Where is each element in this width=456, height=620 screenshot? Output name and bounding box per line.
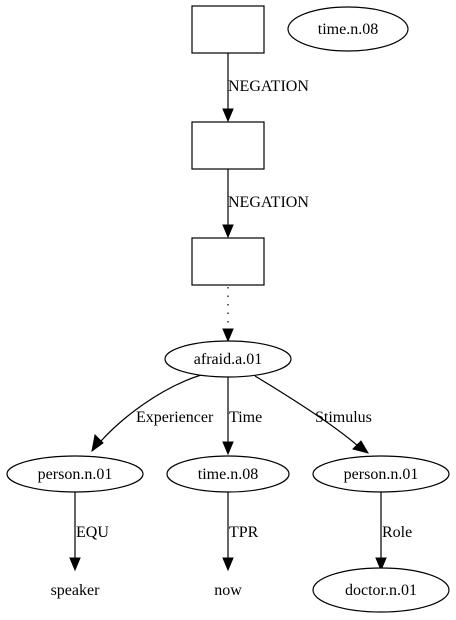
edge-label-negation-2: NEGATION (228, 194, 309, 211)
edge-label-stimulus: Stimulus (315, 409, 372, 426)
node-doctor-label: doctor.n.01 (345, 582, 417, 599)
edge-label-role: Role (382, 524, 412, 541)
node-now: now (214, 582, 242, 599)
arrowhead-stimulus (352, 440, 370, 454)
node-time-top-label: time.n.08 (318, 21, 378, 38)
node-afraid (164, 340, 292, 378)
box-node-2 (191, 121, 265, 170)
node-person-left (6, 455, 144, 493)
arrowhead-tpr (222, 557, 234, 572)
edge-stimulus (254, 375, 359, 447)
arrowhead-dotted (222, 328, 234, 343)
edge-label-negation-1: NEGATION (228, 78, 309, 95)
node-speaker: speaker (51, 582, 101, 599)
edge-label-time: Time (229, 409, 262, 426)
edge-label-equ: EQU (76, 524, 109, 541)
node-time-top (287, 6, 409, 52)
node-person-right-label: person.n.01 (344, 466, 419, 483)
arrowhead-equ (69, 557, 81, 572)
edge-label-tpr: TPR (229, 524, 259, 541)
node-person-right (312, 455, 450, 493)
node-person-left-label: person.n.01 (38, 466, 113, 483)
box-node-1 (191, 5, 265, 54)
edge-experiencer (100, 374, 202, 442)
box-node-3 (191, 237, 265, 286)
arrowhead-time (222, 441, 234, 456)
arrowhead-experiencer (91, 433, 104, 453)
node-time-mid-label: time.n.08 (198, 466, 258, 483)
edge-label-experiencer: Experiencer (136, 409, 214, 426)
arrowhead-negation-2 (222, 224, 234, 239)
arrowhead-role (375, 557, 387, 572)
node-afraid-label: afraid.a.01 (194, 351, 262, 368)
node-doctor (312, 567, 450, 613)
arrowhead-negation-1 (222, 108, 234, 123)
node-time-mid (166, 455, 290, 493)
